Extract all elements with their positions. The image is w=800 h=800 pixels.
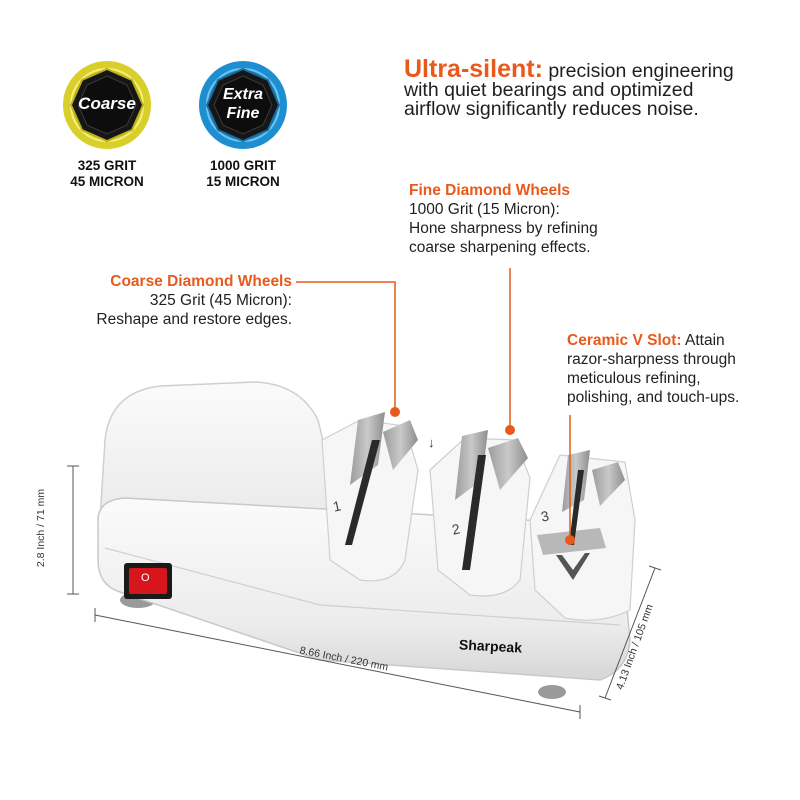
brand-logo: Sharpeak <box>458 636 523 656</box>
dimension-lines <box>67 465 662 719</box>
coarse-leader-line <box>296 281 396 410</box>
coarse-badge-icon <box>63 61 151 149</box>
coarse-grit: 325 GRIT <box>77 158 137 173</box>
extra-fine-badge-icon <box>199 61 287 149</box>
fine-wheels-line-1: 1000 Grit (15 Micron): <box>409 201 560 218</box>
power-switch-mark: O <box>141 572 150 584</box>
ceramic-slot-title: Ceramic V Slot: <box>567 332 682 349</box>
base-seam <box>104 547 621 626</box>
fine-wheels-callout: Fine Diamond Wheels 1000 Grit (15 Micron… <box>409 181 598 257</box>
coarse-badge-text: Coarse <box>78 94 136 113</box>
slot-3-pad-right <box>592 462 625 506</box>
foot-right <box>538 685 566 699</box>
ceramic-slot-line-2: razor-sharpness through <box>567 351 736 368</box>
coarse-wheels-title: Coarse Diamond Wheels <box>110 273 292 290</box>
headline-accent: Ultra-silent: <box>404 55 543 83</box>
ceramic-slot-line-1: Attain <box>681 332 725 349</box>
extra-fine-grit: 1000 GRIT <box>209 158 277 173</box>
fine-leader-dot <box>505 425 515 435</box>
callout-leaders <box>296 268 571 538</box>
extra-fine-grit-label: 1000 GRIT 15 MICRON <box>183 158 303 190</box>
fine-wheels-line-3: coarse sharpening effects. <box>409 239 591 256</box>
headline-text-1: precision engineering <box>542 60 734 82</box>
slot-1-gap <box>345 440 380 545</box>
slot-3-pad-left <box>562 450 590 512</box>
slot-1-pad-left <box>350 412 385 485</box>
coarse-grit-label: 325 GRIT 45 MICRON <box>47 158 167 190</box>
direction-arrow: ↓ <box>428 435 435 450</box>
ceramic-leader-dot <box>565 535 575 545</box>
slot-1-pad-right <box>383 420 418 470</box>
headline: Ultra-silent: precision engineering with… <box>404 57 794 120</box>
coarse-leader-dot <box>390 407 400 417</box>
extra-fine-micron: 15 MICRON <box>206 174 280 189</box>
height-dimension-label: 2.8 Inch / 71 mm <box>35 488 48 568</box>
extra-fine-badge-text-2: Fine <box>226 105 260 122</box>
ceramic-slot-callout: Ceramic V Slot: Attain razor-sharpness t… <box>567 331 792 407</box>
fine-wheels-line-2: Hone sharpness by refining <box>409 220 598 237</box>
headline-text-3: airflow significantly reduces noise. <box>404 98 699 120</box>
slot-2-pad-left <box>455 430 488 500</box>
slot-2-pad-right <box>488 438 528 490</box>
headline-text-2: with quiet bearings and optimized <box>404 79 694 101</box>
length-dim-line <box>94 614 581 713</box>
power-switch-rocker <box>129 568 167 594</box>
coarse-micron: 45 MICRON <box>70 174 144 189</box>
coarse-wheels-line-1: 325 Grit (45 Micron): <box>149 292 292 309</box>
extra-fine-badge-text-1: Extra <box>222 86 264 103</box>
ceramic-slot-line-3: meticulous refining, <box>567 370 701 387</box>
slot-3-gap <box>569 470 584 545</box>
coarse-wheels-line-2: Reshape and restore edges. <box>96 311 292 328</box>
coarse-badge: Coarse <box>62 60 152 150</box>
slot-3-v-gap <box>556 553 590 580</box>
fine-wheels-title: Fine Diamond Wheels <box>409 182 571 199</box>
depth-dim-line <box>604 567 656 699</box>
coarse-wheels-callout: Coarse Diamond Wheels 325 Grit (45 Micro… <box>60 272 292 329</box>
extra-fine-badge: Extra Fine <box>198 60 288 150</box>
ceramic-slot-line-4: polishing, and touch-ups. <box>567 389 740 406</box>
slot-2-gap <box>462 455 486 570</box>
